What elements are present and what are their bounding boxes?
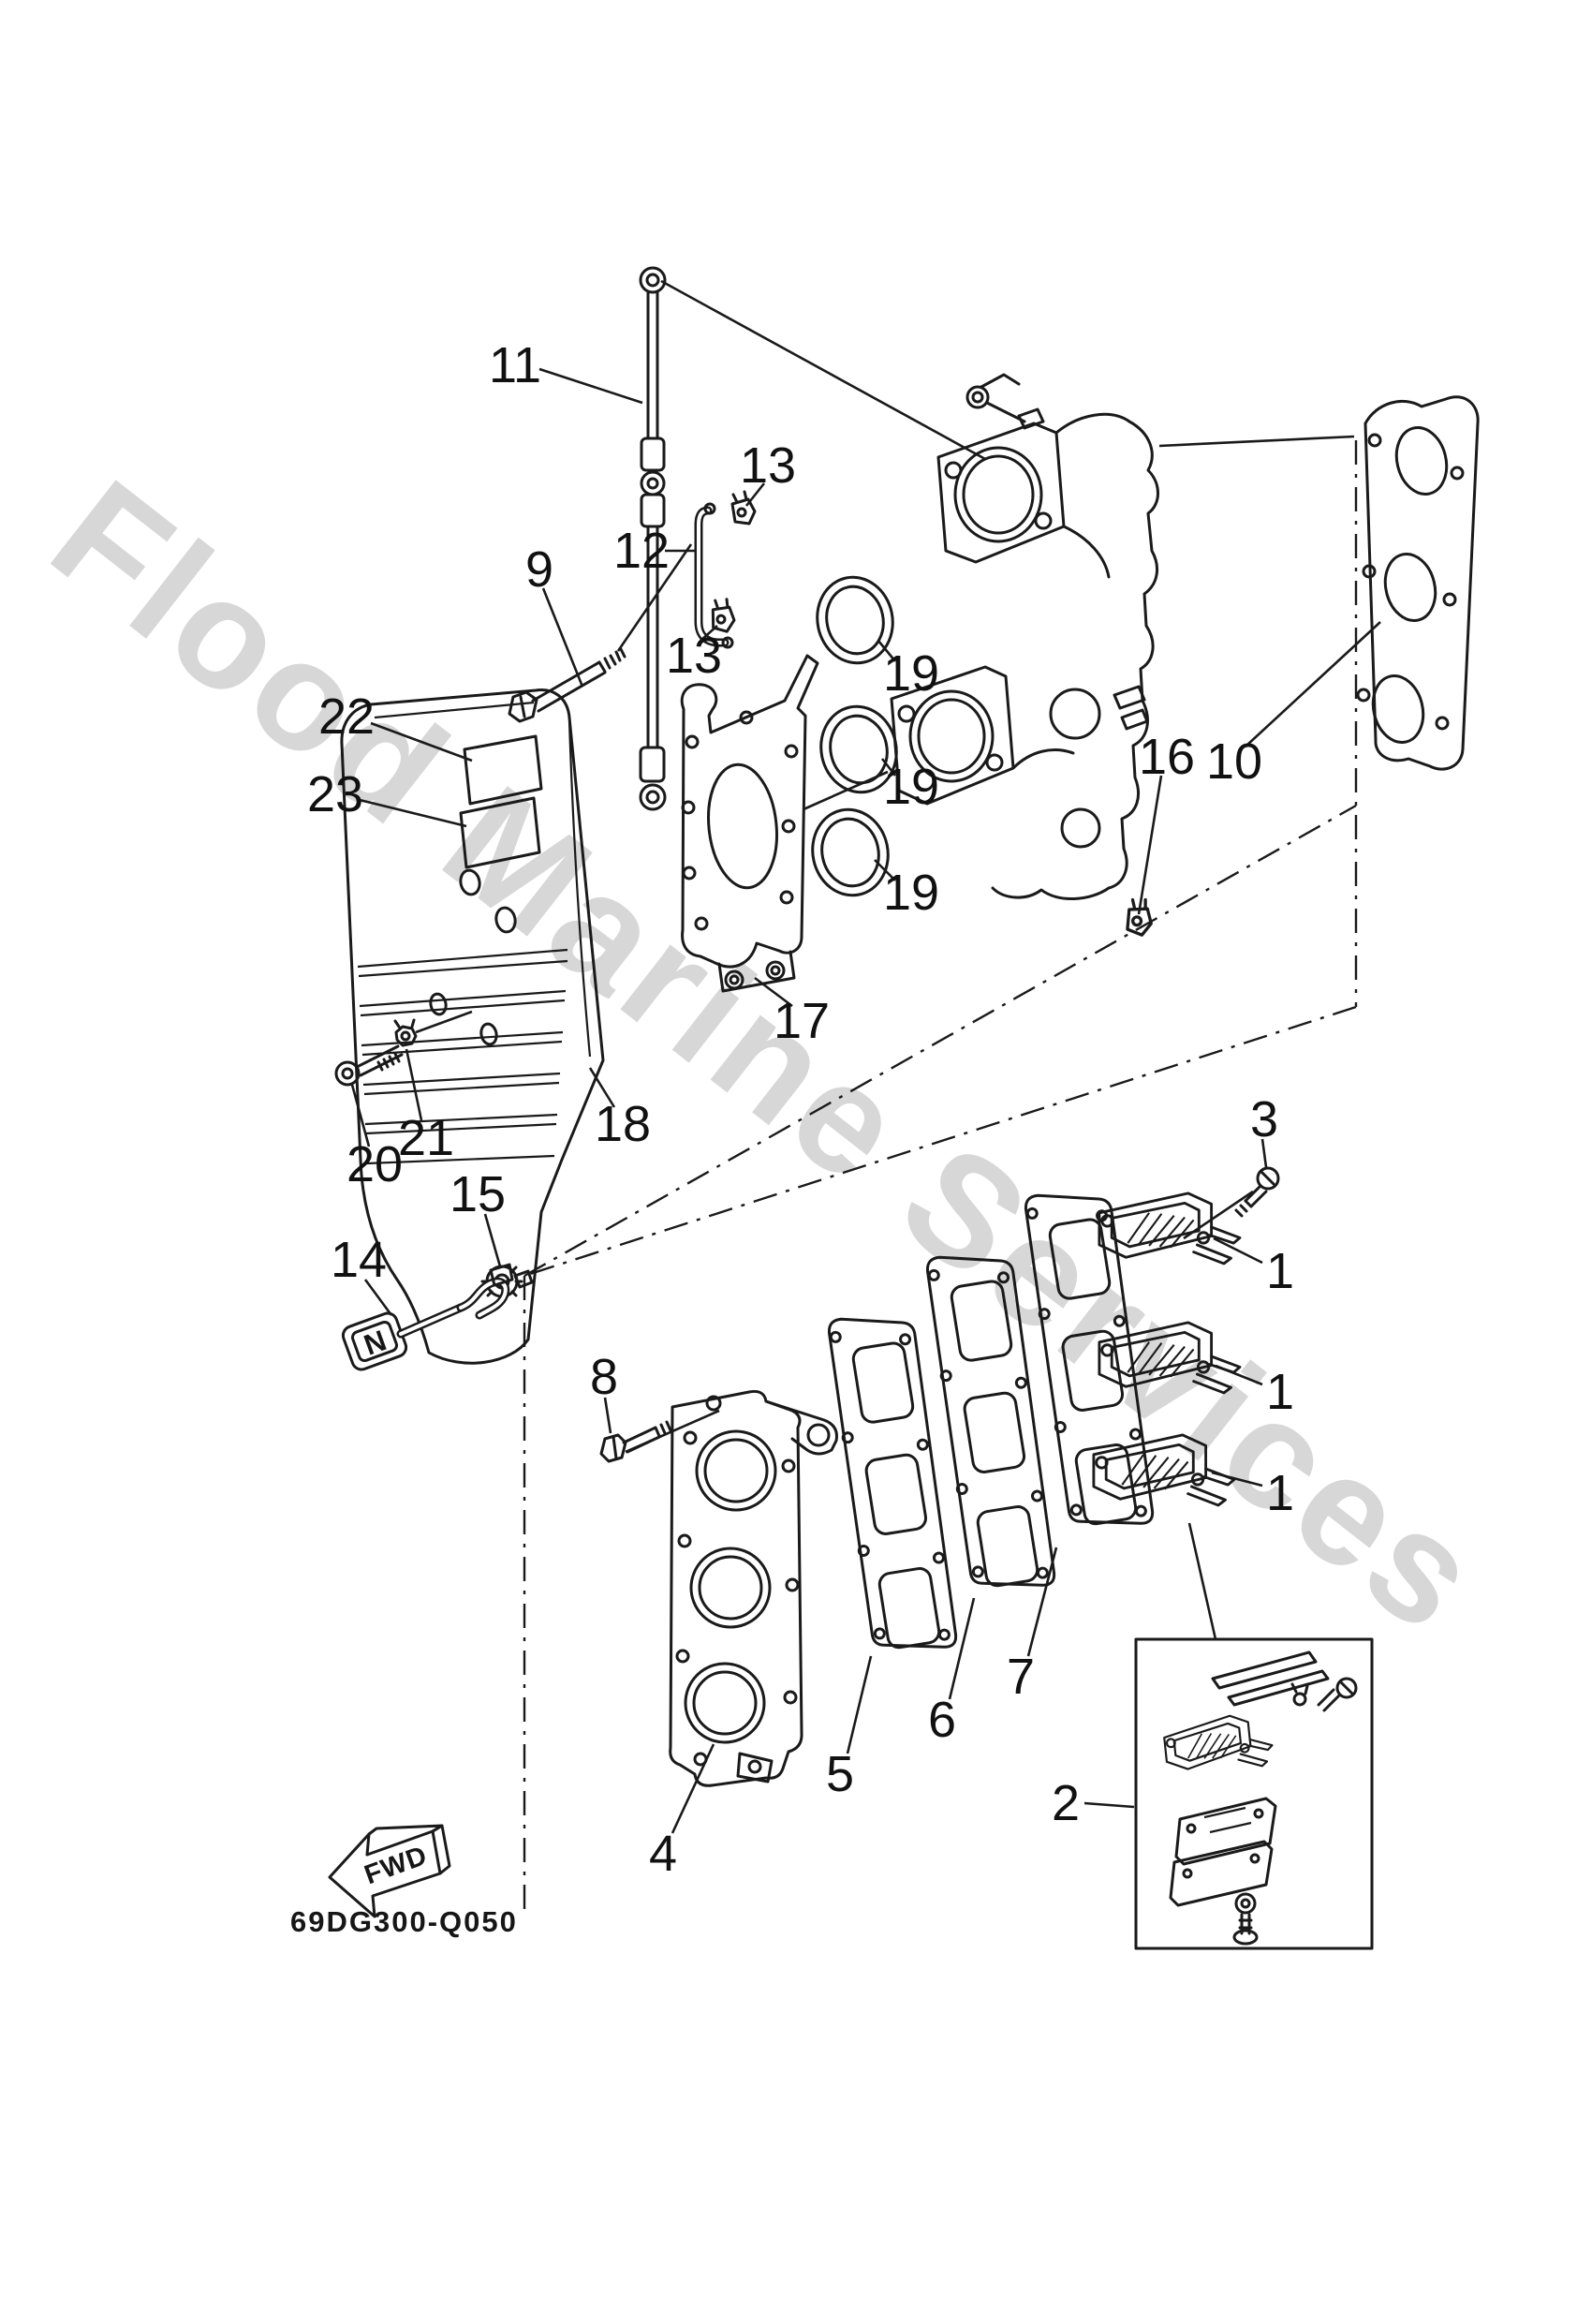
callout-label-13: 13 xyxy=(740,437,796,494)
callout-leader-16 xyxy=(1137,775,1163,915)
manifold-gasket-drawing xyxy=(1356,395,1480,771)
callout-leader-14 xyxy=(363,1279,393,1316)
callout-label-11: 11 xyxy=(489,337,541,393)
callout-leader-4 xyxy=(671,1743,715,1834)
callout-label-23: 23 xyxy=(307,766,363,822)
callout-label-20: 20 xyxy=(346,1136,403,1192)
callout-leader-18 xyxy=(588,1067,616,1108)
callout-leader-1 xyxy=(1211,1471,1263,1488)
gasket-plate-drawing xyxy=(680,654,819,993)
silencer-cover-drawing xyxy=(340,688,605,1365)
callout-leader-7 xyxy=(1026,1547,1058,1657)
carburetor-assembly-drawing xyxy=(890,373,1159,900)
neutral-plug-letter: N xyxy=(360,1324,391,1362)
callout-leader-22 xyxy=(370,721,473,762)
callout-label-22: 22 xyxy=(318,688,375,745)
rod-clip-upper-drawing xyxy=(730,490,757,525)
neutral-plug-drawing: N xyxy=(341,1263,514,1371)
callout-leader-21 xyxy=(405,1048,423,1121)
callout-label-1: 1 xyxy=(1266,1243,1294,1299)
cover-window-lower xyxy=(459,796,541,869)
fwd-arrow-label: FWD xyxy=(361,1841,432,1891)
callout-leader-19 xyxy=(880,758,897,777)
callout-leader-17 xyxy=(754,976,793,1008)
callout-leader-6 xyxy=(948,1597,976,1700)
callout-leader-15 xyxy=(483,1213,502,1267)
callout-leader-3 xyxy=(1260,1138,1268,1168)
callout-leader-13 xyxy=(744,482,766,507)
callout-leader-19 xyxy=(877,640,897,662)
callout-label-17: 17 xyxy=(774,993,830,1049)
fwd-arrow: FWD xyxy=(328,1824,451,1918)
callout-leader-10 xyxy=(1245,621,1381,747)
callout-label-8: 8 xyxy=(590,1349,618,1405)
callout-leader-1 xyxy=(1213,1236,1263,1265)
throttle-rod-drawing xyxy=(694,502,734,649)
callout-label-7: 7 xyxy=(1007,1649,1035,1705)
callout-label-1: 1 xyxy=(1266,1465,1294,1521)
callout-label-1: 1 xyxy=(1266,1364,1294,1420)
callout-label-12: 12 xyxy=(613,523,670,579)
callout-label-19: 19 xyxy=(883,865,939,921)
callout-label-21: 21 xyxy=(398,1110,454,1166)
callout-label-13: 13 xyxy=(666,628,722,684)
callout-label-10: 10 xyxy=(1206,733,1262,790)
link-rod-drawing xyxy=(639,266,667,811)
cover-window-upper xyxy=(463,734,543,806)
callout-label-5: 5 xyxy=(826,1746,854,1802)
reed-valve-kit-inset xyxy=(1134,1637,1374,1950)
callout-leader-9 xyxy=(541,587,584,688)
callout-leader-1 xyxy=(1215,1364,1263,1386)
callout-leader-2 xyxy=(1083,1801,1135,1809)
diagram-code: 69DG300-Q050 xyxy=(290,1905,518,1938)
screw-20-drawing xyxy=(334,1044,404,1087)
callout-label-19: 19 xyxy=(883,759,939,815)
screw-3-drawing xyxy=(1234,1166,1280,1218)
callout-leader-8 xyxy=(603,1397,612,1434)
callout-leader-13 xyxy=(700,625,718,642)
callout-label-14: 14 xyxy=(331,1232,387,1288)
callout-label-9: 9 xyxy=(525,541,553,598)
callout-leader-20 xyxy=(350,1084,371,1147)
callout-leader-23 xyxy=(359,798,467,828)
nut-21-drawing xyxy=(393,1018,418,1047)
callout-label-6: 6 xyxy=(928,1692,956,1748)
callout-label-4: 4 xyxy=(649,1826,677,1882)
callout-leader-5 xyxy=(846,1655,873,1754)
callout-label-19: 19 xyxy=(883,645,939,702)
callout-label-16: 16 xyxy=(1139,729,1195,785)
cover-bolt-drawing xyxy=(508,647,626,723)
bolt-8-drawing xyxy=(599,1420,672,1463)
callout-label-3: 3 xyxy=(1250,1091,1278,1147)
callout-label-15: 15 xyxy=(450,1166,506,1222)
callout-leader-19 xyxy=(874,859,896,881)
callout-leader-11 xyxy=(538,367,643,405)
gasket-5-drawing xyxy=(820,1306,965,1660)
manifold-plate-drawing xyxy=(669,1390,838,1787)
callout-label-2: 2 xyxy=(1052,1775,1080,1831)
group-frame-lines xyxy=(523,440,1358,1913)
callout-label-18: 18 xyxy=(595,1096,651,1152)
